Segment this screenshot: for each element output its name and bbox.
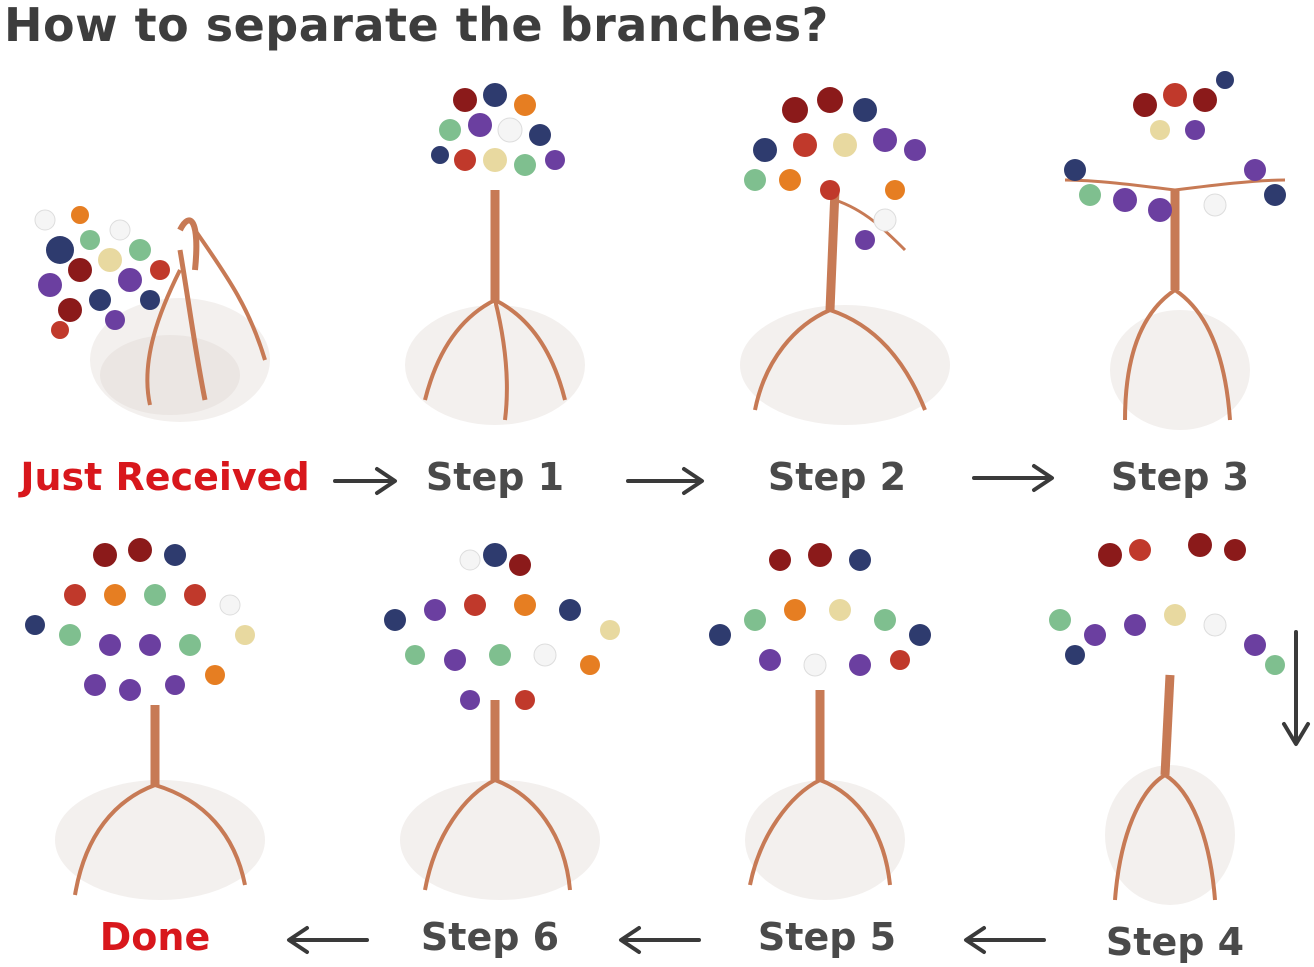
- tree-step-1-illustration: [405, 83, 585, 425]
- tree-step-3-illustration: [1064, 71, 1286, 430]
- label-step-5: Step 5: [757, 915, 897, 959]
- tree-step-4-illustration: [1049, 533, 1285, 905]
- label-step-3: Step 3: [1110, 455, 1250, 499]
- tree-photo-step-5: [700, 540, 940, 900]
- arrow-left-icon: [619, 926, 701, 954]
- label-just-received: Just Received: [20, 455, 310, 499]
- tree-photo-step-4: [1040, 525, 1290, 910]
- arrow-left-icon: [964, 926, 1046, 954]
- arrow-right-icon: [972, 464, 1054, 492]
- arrow-right-icon: [333, 467, 397, 495]
- tree-photo-step-2: [735, 70, 955, 430]
- label-step-6: Step 6: [420, 915, 560, 959]
- tree-photo-done: [15, 535, 285, 905]
- tree-step-2-illustration: [740, 87, 950, 425]
- arrow-right-icon: [626, 467, 704, 495]
- label-step-1: Step 1: [425, 455, 565, 499]
- label-done: Done: [99, 915, 211, 959]
- label-step-4: Step 4: [1105, 920, 1245, 964]
- tree-photo-step-6: [375, 540, 635, 905]
- label-step-2: Step 2: [767, 455, 907, 499]
- arrow-left-icon: [287, 926, 369, 954]
- tree-photo-step-1: [395, 80, 595, 430]
- tree-step-6-illustration: [384, 543, 620, 900]
- tree-photo-just-received: [20, 190, 300, 430]
- arrow-down-icon: [1282, 630, 1310, 746]
- tree-step-5-illustration: [709, 543, 931, 900]
- tree-photo-step-3: [1055, 70, 1295, 430]
- tree-done-illustration: [25, 538, 265, 900]
- tree-just-received-illustration: [34, 206, 270, 422]
- page-title: How to separate the branches?: [4, 0, 829, 52]
